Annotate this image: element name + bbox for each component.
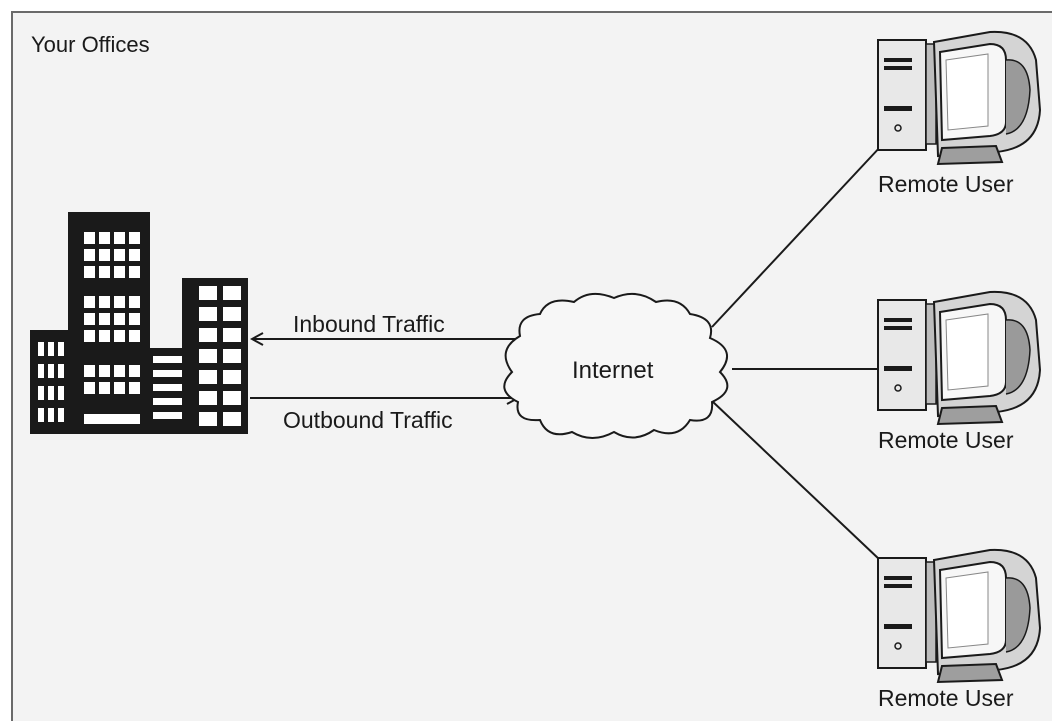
link-remote-user-3 — [711, 400, 881, 561]
outbound-traffic-label: Outbound Traffic — [283, 407, 453, 433]
desktop-computer-icon — [877, 548, 1041, 683]
office-building-icon — [30, 212, 248, 434]
desktop-computer-icon — [877, 30, 1041, 165]
remote-user-3: Remote User — [877, 548, 1041, 711]
desktop-computer-icon — [877, 290, 1041, 425]
internet-label: Internet — [572, 357, 654, 384]
remote-user-label: Remote User — [878, 427, 1014, 453]
diagram-title: Your Offices — [31, 32, 150, 57]
inbound-traffic-label: Inbound Traffic — [293, 311, 445, 337]
remote-user-1: Remote User — [877, 30, 1041, 197]
remote-user-label: Remote User — [878, 171, 1014, 197]
internet-cloud-icon — [503, 292, 729, 439]
remote-user-label: Remote User — [878, 685, 1014, 711]
link-remote-user-1 — [711, 144, 883, 328]
remote-user-2: Remote User — [877, 290, 1041, 453]
